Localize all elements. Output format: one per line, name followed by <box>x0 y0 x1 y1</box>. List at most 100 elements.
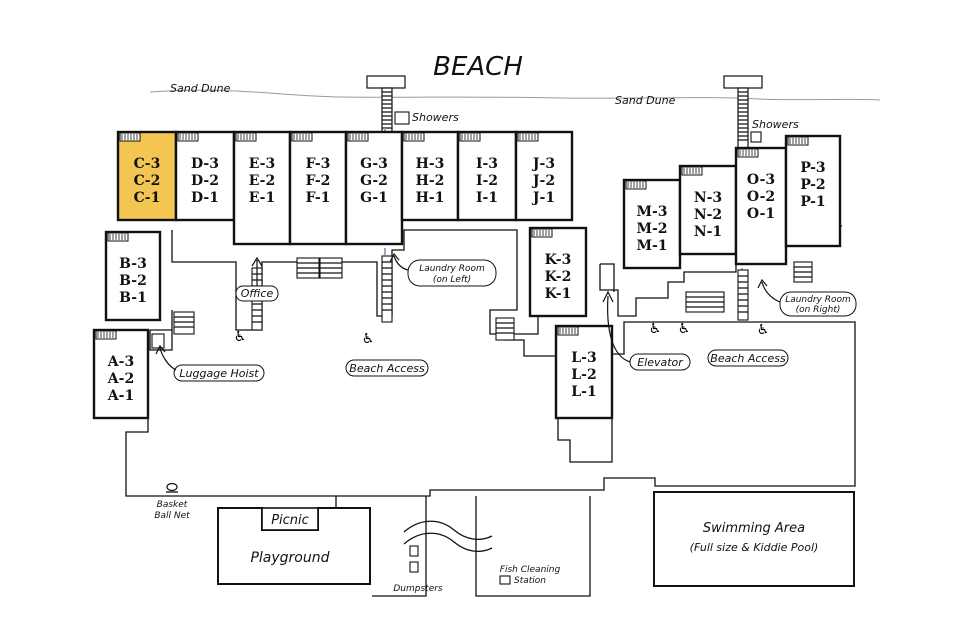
unit-building-j[interactable]: J-3J-2J-1 <box>514 130 574 222</box>
unit-floor-label: L-3 <box>571 350 596 366</box>
elevator-label: Elevator <box>637 356 684 369</box>
roof-hatch <box>291 132 313 142</box>
unit-floor-label: G-3 <box>360 156 388 172</box>
unit-floor-label: A-3 <box>107 354 134 370</box>
beach-access-left-label: Beach Access <box>349 362 425 375</box>
unit-floor-label: B-1 <box>119 290 147 306</box>
unit-building-l[interactable]: L-3L-2L-1 <box>554 324 614 420</box>
sand-dune-label-right: Sand Dune <box>615 94 676 107</box>
unit-building-i[interactable]: I-3I-2I-1 <box>456 130 518 222</box>
showers-label-left: Showers <box>412 111 459 124</box>
fish-station-icon <box>499 575 511 585</box>
unit-floor-label: N-2 <box>694 207 722 223</box>
dumpster <box>409 561 419 573</box>
roof-hatch <box>235 132 257 142</box>
unit-floor-label: E-1 <box>249 190 275 206</box>
fish-station-label-1: Fish Cleaning <box>500 565 561 575</box>
roof-hatch <box>347 132 369 142</box>
unit-floor-label: L-1 <box>571 384 596 400</box>
roof-hatch <box>557 326 579 336</box>
unit-building-h[interactable]: H-3H-2H-1 <box>400 130 460 222</box>
unit-floor-label: A-1 <box>107 388 134 404</box>
unit-building-a[interactable]: A-3A-2A-1 <box>92 328 150 420</box>
unit-floor-label: F-1 <box>306 190 331 206</box>
unit-floor-label: P-3 <box>800 160 825 176</box>
unit-building-o[interactable]: O-3O-2O-1 <box>734 146 788 266</box>
beach-walkway-right <box>723 75 763 149</box>
beach-access-right-label: Beach Access <box>710 352 786 365</box>
unit-building-n[interactable]: N-3N-2N-1 <box>678 164 738 256</box>
office-label: Office <box>241 287 274 300</box>
unit-floor-label: F-3 <box>306 156 331 172</box>
unit-floor-label: G-1 <box>360 190 388 206</box>
unit-building-d[interactable]: D-3D-2D-1 <box>174 130 236 222</box>
dumpsters-label: Dumpsters <box>393 584 443 594</box>
unit-floor-label: D-1 <box>191 190 219 206</box>
unit-floor-label: O-3 <box>747 172 775 188</box>
roof-hatch <box>681 166 703 176</box>
unit-building-m[interactable]: M-3M-2M-1 <box>622 178 682 270</box>
left-wing-walls <box>171 229 558 335</box>
unit-floor-label: N-3 <box>694 190 722 206</box>
unit-floor-label: M-3 <box>636 204 667 220</box>
swimming-sub-label: (Full size & Kiddie Pool) <box>690 541 819 554</box>
wheelchair-icon: ♿ <box>678 321 691 337</box>
pointer-arrow-icon <box>602 290 631 363</box>
compound-boundary <box>125 321 856 497</box>
unit-building-g[interactable]: G-3G-2G-1 <box>344 130 404 246</box>
roof-hatch <box>517 132 539 142</box>
beach-walkway-left <box>366 75 410 135</box>
pointer-arrow-icon <box>757 278 781 303</box>
unit-building-c[interactable]: C-3C-2C-1 <box>116 130 178 222</box>
unit-floor-label: E-2 <box>249 173 275 189</box>
unit-floor-label: C-1 <box>134 190 161 206</box>
unit-floor-label: P-2 <box>800 177 825 193</box>
unit-floor-label: J-3 <box>531 156 555 172</box>
luggage-hoist-label: Luggage Hoist <box>179 367 259 380</box>
beach-access-left-box <box>345 359 429 377</box>
fish-station-label-2: Station <box>514 576 546 586</box>
unit-floor-label: H-3 <box>416 156 445 172</box>
unit-floor-label: H-1 <box>416 190 445 206</box>
unit-floor-label: D-2 <box>191 173 219 189</box>
laundry-left-box <box>407 259 497 287</box>
road-curve <box>403 520 493 541</box>
service-road <box>335 496 591 597</box>
basketball-net-icon <box>166 482 178 493</box>
unit-floor-label: O-2 <box>747 189 775 205</box>
unit-floor-label: I-3 <box>476 156 498 172</box>
roof-hatch <box>95 330 117 340</box>
basket-label-1: Basket <box>157 500 188 510</box>
unit-floor-label: M-1 <box>636 238 667 254</box>
unit-building-p[interactable]: P-3P-2P-1 <box>784 134 842 248</box>
swimming-area <box>653 491 855 587</box>
unit-floor-label: J-2 <box>531 173 555 189</box>
laundry-left-label: Laundry Room <box>419 264 485 274</box>
map-title: BEACH <box>433 52 523 82</box>
unit-floor-label: B-3 <box>119 256 147 272</box>
laundry-right-sub: (on Right) <box>796 305 841 315</box>
basket-label-2: Ball Net <box>154 511 190 521</box>
luggage-hoist-box <box>173 364 265 382</box>
unit-floor-label: G-2 <box>360 173 388 189</box>
stairs-icon <box>296 257 343 279</box>
unit-building-f[interactable]: F-3F-2F-1 <box>288 130 348 246</box>
roof-hatch <box>403 132 425 142</box>
unit-building-k[interactable]: K-3K-2K-1 <box>528 226 588 318</box>
playground-label: Playground <box>250 550 329 566</box>
unit-floor-label: P-1 <box>800 194 825 210</box>
roof-hatch <box>737 148 759 158</box>
unit-floor-label: K-1 <box>545 286 572 302</box>
sand-dune-line <box>149 89 881 101</box>
unit-floor-label: J-1 <box>531 190 555 206</box>
picnic-area <box>261 507 319 531</box>
laundry-right-box <box>779 291 857 317</box>
unit-floor-label: O-1 <box>747 206 775 222</box>
unit-building-b[interactable]: B-3B-2B-1 <box>104 230 162 322</box>
pointer-arrow-icon <box>251 256 263 286</box>
pointer-arrow-icon <box>155 344 177 371</box>
unit-building-e[interactable]: E-3E-2E-1 <box>232 130 292 246</box>
unit-floor-label: F-2 <box>306 173 331 189</box>
